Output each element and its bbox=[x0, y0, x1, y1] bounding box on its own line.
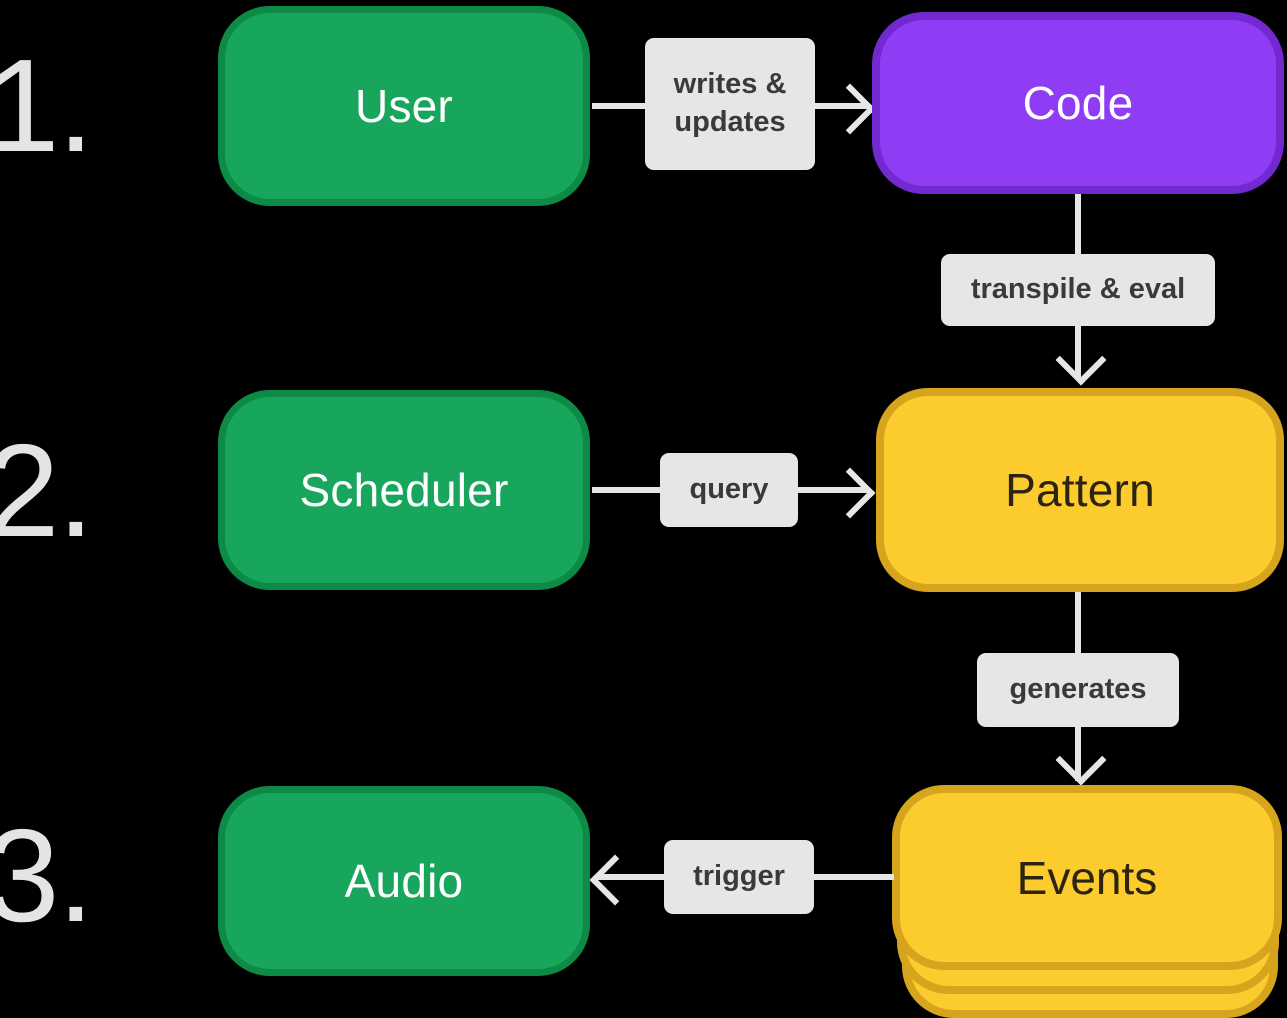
node-pattern[interactable]: Pattern bbox=[876, 388, 1284, 592]
connector-scheduler-to-label bbox=[592, 487, 660, 493]
edge-label-generates: generates bbox=[977, 653, 1179, 727]
step-number-2: 2. bbox=[0, 417, 94, 564]
node-scheduler-label: Scheduler bbox=[299, 464, 509, 516]
node-audio-label: Audio bbox=[344, 855, 464, 907]
edge-label-transpile-eval: transpile & eval bbox=[941, 254, 1215, 326]
edge-label-query: query bbox=[660, 453, 798, 527]
step-number-3: 3. bbox=[0, 802, 94, 949]
connector-pattern-to-label bbox=[1075, 592, 1081, 655]
edge-label-trigger: trigger bbox=[664, 840, 814, 914]
connector-events-to-label bbox=[812, 874, 894, 880]
connector-label-to-pattern bbox=[1075, 324, 1081, 379]
arrowhead-down-code-pattern bbox=[1055, 334, 1107, 386]
connector-code-to-label bbox=[1075, 194, 1081, 256]
connector-label-to-audio bbox=[598, 874, 668, 880]
node-events-layer-1: Events bbox=[892, 785, 1282, 970]
connector-label-to-code bbox=[812, 103, 868, 109]
arrowhead-down-pattern-events bbox=[1055, 734, 1107, 786]
node-user-label: User bbox=[355, 80, 453, 132]
node-code[interactable]: Code bbox=[872, 12, 1284, 194]
node-events[interactable]: Events bbox=[892, 785, 1287, 1018]
node-code-label: Code bbox=[1022, 77, 1134, 129]
node-scheduler[interactable]: Scheduler bbox=[218, 390, 590, 590]
connector-user-to-label bbox=[592, 103, 648, 109]
connector-label-to-pattern-h bbox=[798, 487, 868, 493]
connector-label-to-events bbox=[1075, 725, 1081, 781]
node-audio[interactable]: Audio bbox=[218, 786, 590, 976]
arrowhead-left-events-audio bbox=[589, 854, 641, 906]
arrowhead-right-user-code bbox=[824, 83, 876, 135]
node-pattern-label: Pattern bbox=[1005, 464, 1155, 516]
arrowhead-right-scheduler-pattern bbox=[824, 467, 876, 519]
node-user[interactable]: User bbox=[218, 6, 590, 206]
step-number-1: 1. bbox=[0, 32, 94, 179]
edge-label-writes-updates: writes & updates bbox=[645, 38, 815, 170]
node-events-label: Events bbox=[1016, 851, 1158, 904]
